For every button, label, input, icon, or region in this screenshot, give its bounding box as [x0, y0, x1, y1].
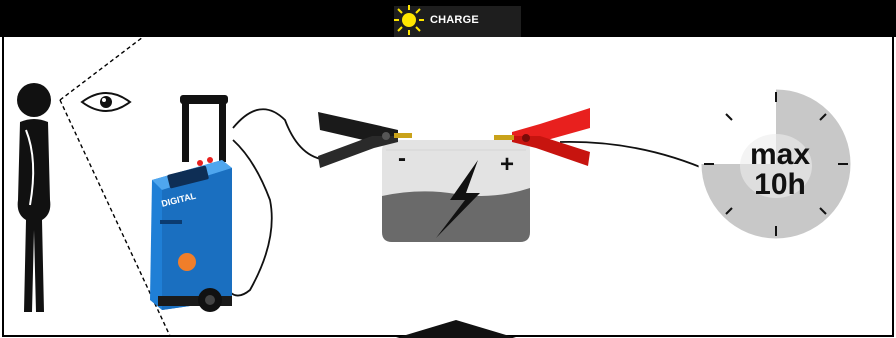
timer-line-1: max — [749, 138, 811, 171]
lightning-icon — [436, 160, 480, 238]
battery-plus-label: + — [500, 151, 514, 178]
person-icon — [17, 83, 51, 312]
charger-icon — [150, 95, 232, 312]
battery-minus-label: - — [398, 145, 406, 172]
eye-icon — [80, 92, 132, 112]
timer-label: max 10h — [700, 140, 860, 200]
clock-icon — [698, 86, 854, 242]
view-cone — [59, 36, 171, 337]
clamp-positive-icon — [494, 108, 590, 166]
sun-icon — [394, 5, 424, 35]
bottom-indicator — [396, 320, 516, 338]
clamp-negative-icon — [318, 112, 412, 168]
tab-label: CHARGE — [430, 14, 479, 26]
timer-line-2: 10h — [754, 168, 806, 201]
